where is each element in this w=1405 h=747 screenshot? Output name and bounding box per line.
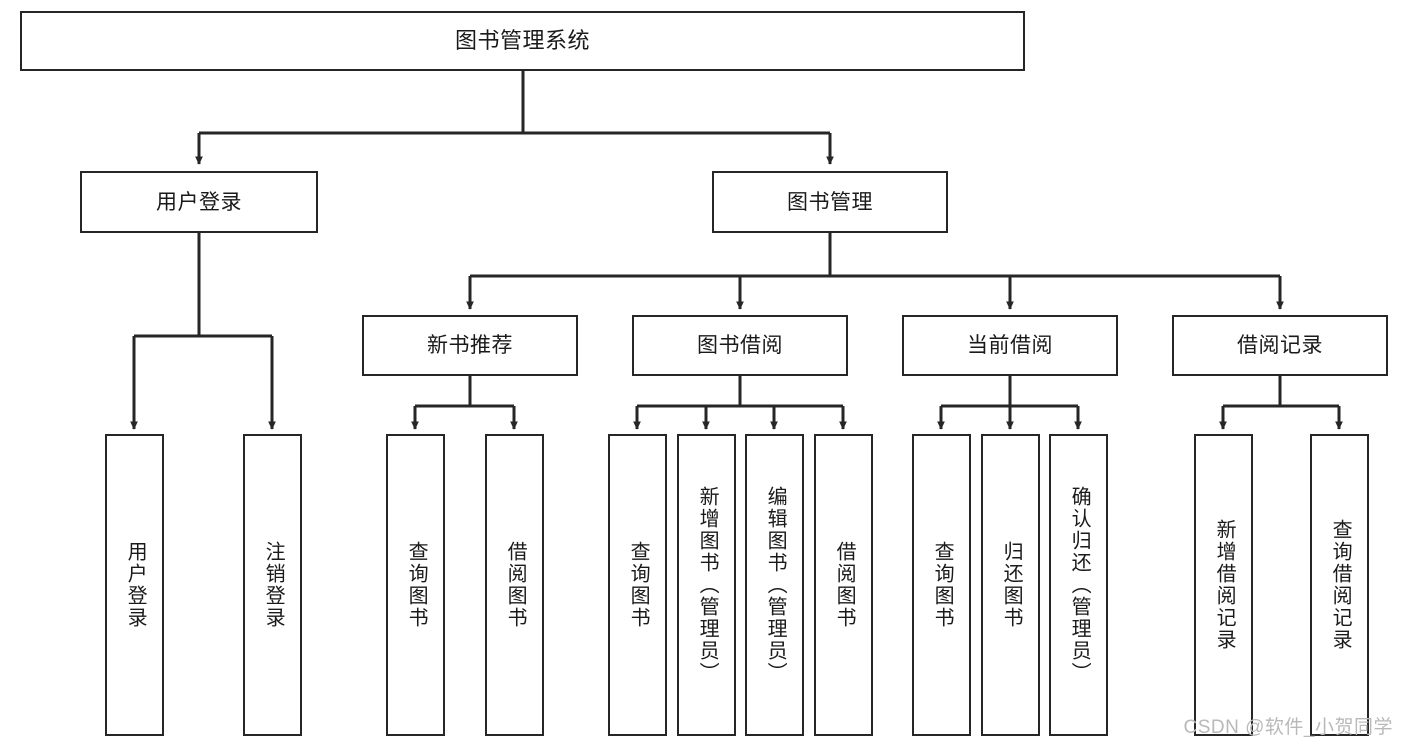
node-book-management[interactable]: 图书管理: [712, 171, 948, 233]
node-book-borrow-label: 图书借阅: [697, 334, 783, 357]
node-leaf-return-book-label: 归还图书: [1000, 541, 1023, 629]
node-user-login-label: 用户登录: [156, 190, 242, 214]
node-leaf-return-book[interactable]: 归还图书: [981, 434, 1040, 736]
node-book-borrow[interactable]: 图书借阅: [632, 315, 848, 376]
node-leaf-recommend-query-book-label: 查询图书: [405, 541, 428, 629]
node-borrow-record[interactable]: 借阅记录: [1172, 315, 1388, 376]
node-user-login[interactable]: 用户登录: [80, 171, 318, 233]
node-new-book-recommend-label: 新书推荐: [427, 334, 513, 357]
node-leaf-add-book-admin[interactable]: 新增图书（管理员）: [677, 434, 736, 736]
node-leaf-current-query-book[interactable]: 查询图书: [912, 434, 971, 736]
node-leaf-query-borrow-record-label: 查询借阅记录: [1329, 519, 1352, 651]
node-root-system-label: 图书管理系统: [454, 28, 590, 53]
node-leaf-borrow-book-label: 借阅图书: [833, 541, 856, 629]
node-leaf-borrow-query-book-label: 查询图书: [627, 541, 650, 629]
node-leaf-add-borrow-record[interactable]: 新增借阅记录: [1194, 434, 1253, 736]
csdn-watermark: CSDN @软件_小贺同学: [1183, 717, 1393, 738]
node-leaf-logout[interactable]: 注销登录: [243, 434, 302, 736]
node-leaf-confirm-return-admin-label: 确认归还（管理员）: [1068, 486, 1091, 684]
node-root-system[interactable]: 图书管理系统: [20, 11, 1025, 71]
node-leaf-current-query-book-label: 查询图书: [931, 541, 954, 629]
node-leaf-add-borrow-record-label: 新增借阅记录: [1213, 519, 1236, 651]
node-leaf-query-borrow-record[interactable]: 查询借阅记录: [1310, 434, 1369, 736]
node-leaf-borrow-query-book[interactable]: 查询图书: [608, 434, 667, 736]
node-leaf-user-login[interactable]: 用户登录: [105, 434, 164, 736]
node-book-management-label: 图书管理: [787, 190, 873, 214]
node-leaf-user-login-label: 用户登录: [124, 541, 147, 629]
node-current-borrow[interactable]: 当前借阅: [902, 315, 1118, 376]
node-leaf-add-book-admin-label: 新增图书（管理员）: [696, 486, 719, 684]
node-leaf-edit-book-admin-label: 编辑图书（管理员）: [764, 486, 787, 684]
node-leaf-borrow-book[interactable]: 借阅图书: [814, 434, 873, 736]
node-leaf-recommend-borrow-book-label: 借阅图书: [504, 541, 527, 629]
node-new-book-recommend[interactable]: 新书推荐: [362, 315, 578, 376]
node-leaf-confirm-return-admin[interactable]: 确认归还（管理员）: [1049, 434, 1108, 736]
node-leaf-recommend-borrow-book[interactable]: 借阅图书: [485, 434, 544, 736]
node-leaf-edit-book-admin[interactable]: 编辑图书（管理员）: [745, 434, 804, 736]
node-leaf-logout-label: 注销登录: [262, 541, 285, 629]
node-current-borrow-label: 当前借阅: [967, 334, 1053, 357]
node-borrow-record-label: 借阅记录: [1237, 334, 1323, 357]
node-leaf-recommend-query-book[interactable]: 查询图书: [386, 434, 445, 736]
